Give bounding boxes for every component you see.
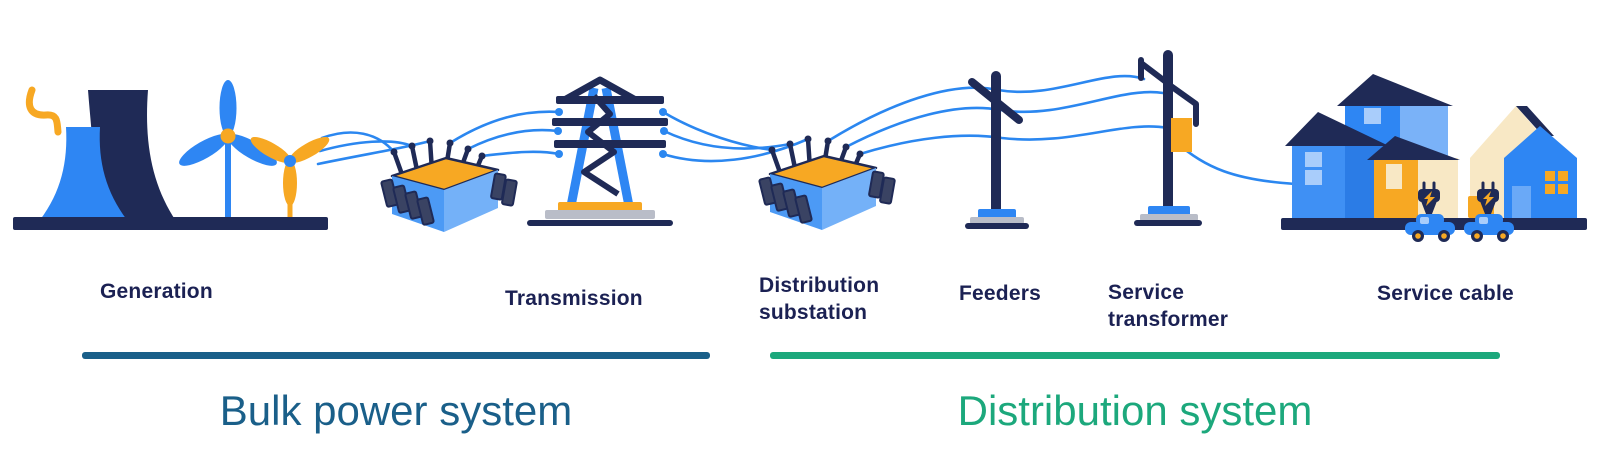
stage-label-feeders: Feeders <box>959 282 1041 305</box>
power-grid-illustration <box>13 50 1587 242</box>
distribution-system-title: Distribution system <box>957 387 1313 434</box>
service-transformer-pole-icon <box>1134 50 1202 226</box>
charging-plug-icon <box>1418 181 1440 214</box>
stage-label-transmission: Transmission <box>505 287 643 310</box>
bulk-power-system-title: Bulk power system <box>219 387 573 434</box>
distribution-system-bar <box>770 352 1500 359</box>
step-up-transformer-icon <box>381 138 517 233</box>
cooling-tower-blue <box>40 127 127 220</box>
stage-label-service-transformer: Service transformer <box>1108 281 1229 331</box>
ev-car-icon <box>1405 214 1455 242</box>
ground-bar <box>13 217 328 230</box>
generation-icon <box>13 80 330 230</box>
bulk-power-system-bar <box>82 352 710 359</box>
wind-turbine-orange-icon <box>250 137 330 220</box>
ev-charging-icon <box>1405 181 1514 242</box>
stage-label-service-cable: Service cable <box>1377 282 1514 305</box>
power-lines <box>316 74 1297 186</box>
wire-connector-dots <box>554 108 668 158</box>
ev-car-icon <box>1464 214 1514 242</box>
stage-label-distribution-substation: Distribution substation <box>759 274 880 324</box>
houses-icon <box>1281 74 1587 230</box>
stage-label-generation: Generation <box>100 280 213 303</box>
feeders-pole-icon <box>965 71 1029 229</box>
transmission-tower-icon <box>527 76 673 226</box>
smoke-icon <box>25 86 62 136</box>
wind-turbine-blue-icon <box>179 80 277 220</box>
pole-transformer-box <box>1171 118 1192 152</box>
charging-plug-icon <box>1477 181 1499 214</box>
